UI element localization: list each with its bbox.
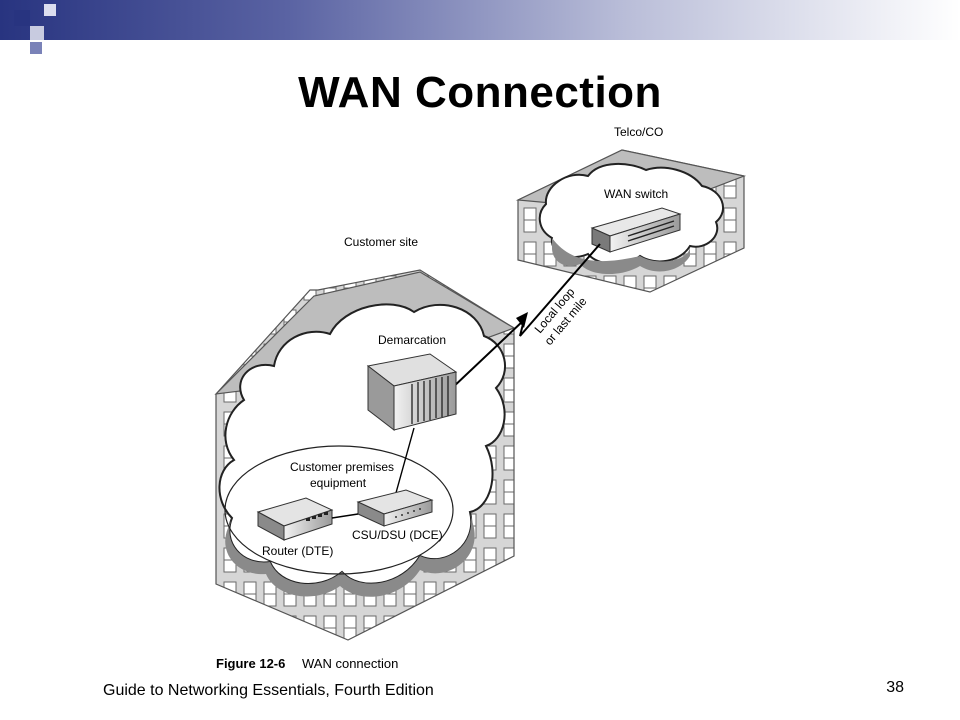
header-band xyxy=(0,0,960,40)
slide-footer: Guide to Networking Essentials, Fourth E… xyxy=(103,682,434,699)
router-device xyxy=(256,497,334,541)
page-number: 38 xyxy=(886,679,904,696)
logo-square-mid xyxy=(30,42,42,54)
figure-caption-text: WAN connection xyxy=(302,656,398,671)
wan-switch xyxy=(590,207,682,253)
demarcation-box xyxy=(366,353,458,432)
label-wan-switch: WAN switch xyxy=(604,187,668,201)
logo-square-pale xyxy=(44,4,56,16)
logo-square-light xyxy=(30,26,44,40)
cpe-boundary xyxy=(224,445,454,575)
logo-square-dark xyxy=(14,10,30,26)
label-telco: Telco/CO xyxy=(614,125,663,139)
demarc-to-csu-line xyxy=(393,427,415,501)
label-cpe-1: Customer premises xyxy=(290,460,394,474)
figure-caption-label: Figure 12-6 xyxy=(216,656,285,671)
label-cpe-2: equipment xyxy=(310,476,367,490)
label-csu-dsu: CSU/DSU (DCE) xyxy=(352,528,443,542)
local-loop-link xyxy=(449,243,601,391)
label-router: Router (DTE) xyxy=(262,544,333,558)
label-demarcation: Demarcation xyxy=(378,333,446,347)
csu-dsu-device xyxy=(356,489,434,527)
customer-building xyxy=(214,269,516,641)
label-customer-site: Customer site xyxy=(344,235,418,249)
router-to-csu-line xyxy=(331,513,359,519)
slide-title: WAN Connection xyxy=(298,68,662,117)
